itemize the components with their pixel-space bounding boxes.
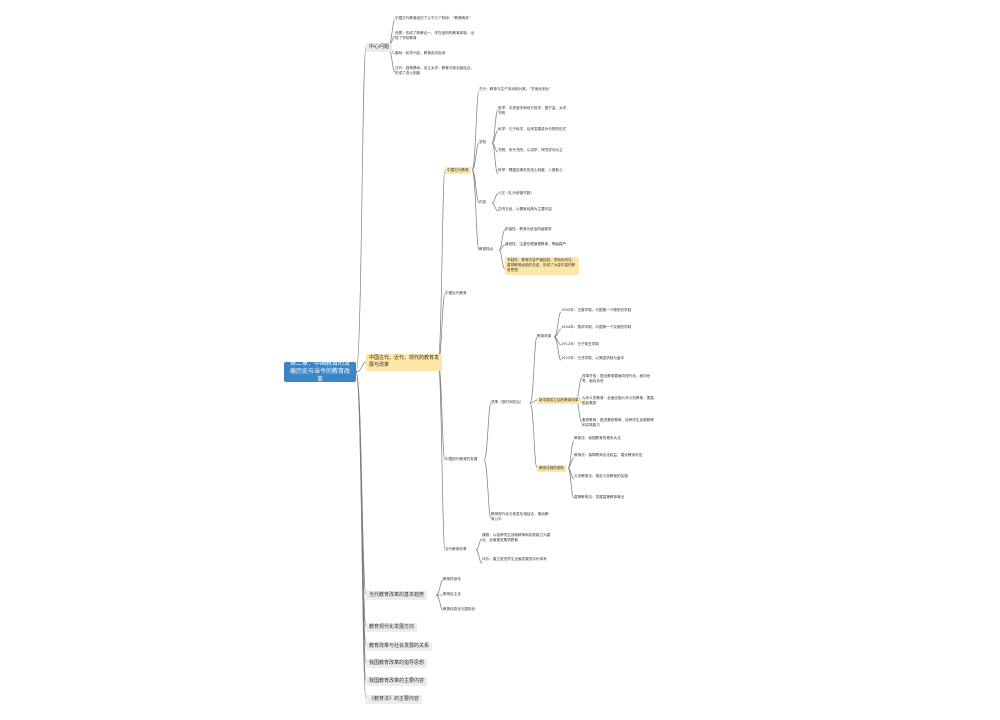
leaf-node[interactable]: 教育现代化与信息化相结合，推动教育公平 <box>491 512 549 522</box>
leaf-node[interactable]: 素质教育：推进素质教育，培养学生创新精神和实践能力 <box>582 418 654 428</box>
section-bottom-item[interactable]: 教育现代化发展方向 <box>366 623 418 633</box>
leaf-node[interactable]: 1904年：癸卯学制，中国第一个实施的学制 <box>561 325 632 329</box>
leaf-node[interactable]: 四书五经，以儒家经典为主要内容 <box>498 207 552 211</box>
section-central-issue[interactable]: 中心问题 <box>366 43 393 53</box>
leaf-node[interactable]: 1912年：壬子癸丑学制 <box>561 342 599 346</box>
leaf-node[interactable]: 教育信息化与国际化 <box>443 607 476 611</box>
branch-reform-chronology[interactable]: 改革（按时间先后） <box>491 400 524 404</box>
branch-education-laws[interactable]: 教育法规的颁布 <box>537 465 567 473</box>
leaf-node[interactable]: 义务教育法：规定义务教育的实施 <box>574 474 628 478</box>
branch-contents[interactable]: 内容 <box>479 200 487 204</box>
leaf-node[interactable]: 春秋：私学兴起，教育走向民间 <box>395 51 446 55</box>
section-bottom-item[interactable]: 教育改革与社会发展的关系 <box>366 642 433 652</box>
sub-contemporary-reform[interactable]: 当代教育改革 <box>445 547 467 551</box>
branch-post-1949-reform[interactable]: 新中国成立后的教育改革 <box>537 397 581 405</box>
sub-contemporary-development[interactable]: 中国现代教育的发展 <box>445 457 478 461</box>
sub-modern-education[interactable]: 中国近代教育 <box>445 291 467 295</box>
leaf-node-highlight[interactable]: 专制性：教育内容严格控制，学而优则仕，重视教育经验的总结，形成了大量丰富的教育思… <box>505 257 579 275</box>
section-bottom-item[interactable]: 我国教育改革的主要内容 <box>366 677 428 687</box>
leaf-node[interactable]: 1902年：壬寅学制，中国第一个颁布的学制 <box>561 308 632 312</box>
leaf-node[interactable]: 中国古代教育经历了以下几个阶段：“教育萌芽” <box>395 16 471 20</box>
sub-ancient-education[interactable]: 中国古代教育 <box>445 167 471 175</box>
branch-schools[interactable]: 学校 <box>479 140 487 144</box>
leaf-node[interactable]: 改革开放：提出教育要面向现代化、面向世界、面向未来 <box>582 374 651 384</box>
leaf-node[interactable]: 九年义务教育：全面实施九年义务教育，提高国民素质 <box>582 396 654 406</box>
section-bottom-item[interactable]: 《教育法》的主要内容 <box>366 695 423 705</box>
root-topic[interactable]: 第二章：中国教育的发展历史与当今的教育改革 <box>284 360 356 383</box>
leaf-node[interactable]: 西周：形成了政教合一、学在官府的教育体制，出现了学校教育 <box>395 31 475 41</box>
leaf-node[interactable]: 汉代：独尊儒术，设立太学，教育与政治相结合，形成了选士制度 <box>395 66 475 76</box>
leaf-node[interactable]: 私学：孔子私学，后来发展成为书院的形式 <box>498 127 567 131</box>
leaf-node[interactable]: 阶级性：教育为统治阶级服务 <box>505 227 552 231</box>
leaf-node[interactable]: 古代：教育与生产劳动相分离，“学而优则仕” <box>479 87 552 91</box>
leaf-node[interactable]: 评价：建立促进学生全面发展的评价体系 <box>482 557 547 561</box>
leaf-node[interactable]: 教师法：保障教师合法权益，建设教师队伍 <box>574 453 643 457</box>
leaf-node[interactable]: 六艺（礼乐射御书数） <box>498 191 534 195</box>
leaf-node[interactable]: 高等教育法：发展高等教育事业 <box>574 495 625 499</box>
section-reform-trends[interactable]: 当代教育改革的基本趋势 <box>366 591 428 601</box>
section-bottom-item[interactable]: 我国教育改革的指导思想 <box>366 659 428 669</box>
leaf-node[interactable]: 书院：宋代书院，以讲学、研究学问为主 <box>498 148 563 152</box>
leaf-node[interactable]: 科举：隋唐至清末的选士制度，八股取士 <box>498 168 563 172</box>
leaf-node[interactable]: 教育终身化 <box>443 577 461 581</box>
leaf-node[interactable]: 课程：以培养学生创新精神和实践能力为重点，全面推进素质教育 <box>482 533 551 543</box>
leaf-node[interactable]: 教育民主化 <box>443 592 461 596</box>
leaf-node[interactable]: 道统性：注重伦理道德教育，等级森严 <box>505 242 567 246</box>
leaf-node[interactable]: 教育法：我国教育的根本大法 <box>574 436 621 440</box>
branch-education-reform[interactable]: 教育改革 <box>537 334 552 338</box>
leaf-node[interactable]: 1922年：壬戌学制，以美国学制为蓝本 <box>561 356 625 360</box>
branch-features[interactable]: 教育特点 <box>479 247 494 251</box>
leaf-node[interactable]: 官学：中央官学和地方官学，国子监、太学、书院 <box>498 106 570 116</box>
section-main[interactable]: 中国古代、近代、现代的教育发展与改革 <box>366 354 442 371</box>
